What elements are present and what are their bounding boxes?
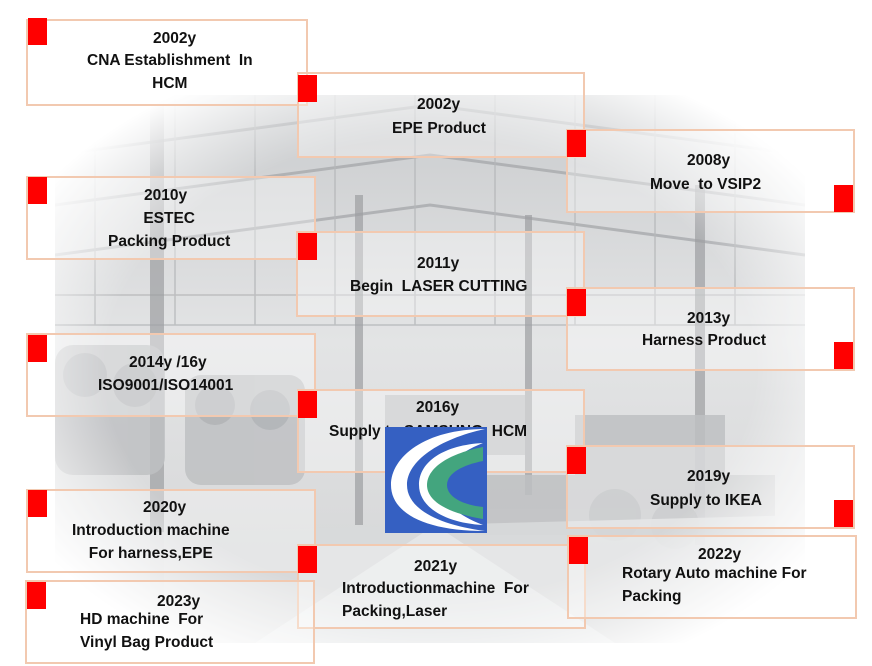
red-marker xyxy=(834,185,853,212)
milestone-year: 2010y xyxy=(144,187,188,204)
milestone-text: Move to VSIP2 xyxy=(650,176,762,193)
milestone-2013: 2013y Harness Product xyxy=(566,287,855,371)
milestone-text: Harness Product xyxy=(642,332,767,349)
milestone-year: 2013y xyxy=(687,310,731,327)
red-marker xyxy=(298,233,317,260)
red-marker xyxy=(567,447,586,474)
milestone-2021: 2021y Introductionmachine For Packing,La… xyxy=(297,544,586,629)
red-marker xyxy=(298,391,317,418)
milestone-2002-epe: 2002y EPE Product xyxy=(297,72,585,158)
milestone-year: 2023y xyxy=(157,593,201,610)
red-marker xyxy=(298,75,317,102)
milestone-2020: 2020y Introduction machine For harness,E… xyxy=(26,489,316,573)
milestone-year: 2002y xyxy=(153,30,197,47)
milestone-year: 2011y xyxy=(417,255,460,272)
milestone-text: ESTEC Packing Product xyxy=(108,210,231,250)
milestone-text: Begin LASER CUTTING xyxy=(350,278,528,295)
milestone-year: 2021y xyxy=(414,558,458,575)
milestone-year: 2002y xyxy=(417,96,461,113)
red-marker xyxy=(28,335,47,362)
milestone-text: Supply to IKEA xyxy=(650,492,762,509)
milestone-2011: 2011y Begin LASER CUTTING xyxy=(296,231,585,317)
red-marker xyxy=(27,582,46,609)
milestone-text: Introductionmachine For Packing,Laser xyxy=(342,580,529,620)
red-marker xyxy=(28,490,47,517)
milestone-year: 2014y /16y xyxy=(129,354,207,371)
milestone-text: CNA Establishment In HCM xyxy=(87,52,253,92)
milestone-text: EPE Product xyxy=(392,120,486,137)
milestone-year: 2022y xyxy=(698,546,742,563)
milestone-2008: 2008y Move to VSIP2 xyxy=(566,129,855,213)
milestone-text: ISO9001/ISO14001 xyxy=(98,377,234,394)
red-marker xyxy=(298,546,317,573)
red-marker xyxy=(567,289,586,316)
milestone-2022: 2022y Rotary Auto machine For Packing xyxy=(567,535,857,619)
milestone-text: HD machine For Vinyl Bag Product xyxy=(80,611,214,651)
company-logo-icon xyxy=(385,427,487,533)
milestone-2019: 2019y Supply to IKEA xyxy=(566,445,855,529)
milestone-2023: 2023y HD machine For Vinyl Bag Product xyxy=(25,580,315,664)
red-marker xyxy=(28,177,47,204)
red-marker xyxy=(567,130,586,157)
milestone-2010: 2010y ESTEC Packing Product xyxy=(26,176,316,260)
milestone-year: 2020y xyxy=(143,499,187,516)
milestone-2002-establishment: 2002y CNA Establishment In HCM xyxy=(26,18,308,106)
red-marker xyxy=(834,342,853,369)
milestone-text: Rotary Auto machine For Packing xyxy=(622,565,807,605)
milestone-text: Introduction machine For harness,EPE xyxy=(72,522,230,562)
red-marker xyxy=(569,537,588,564)
red-marker xyxy=(28,18,47,45)
milestone-year: 2008y xyxy=(687,152,731,169)
milestone-year: 2016y xyxy=(416,399,460,416)
red-marker xyxy=(834,500,853,527)
milestone-2014-2016-iso: 2014y /16y ISO9001/ISO14001 xyxy=(26,333,316,417)
milestone-year: 2019y xyxy=(687,468,731,485)
